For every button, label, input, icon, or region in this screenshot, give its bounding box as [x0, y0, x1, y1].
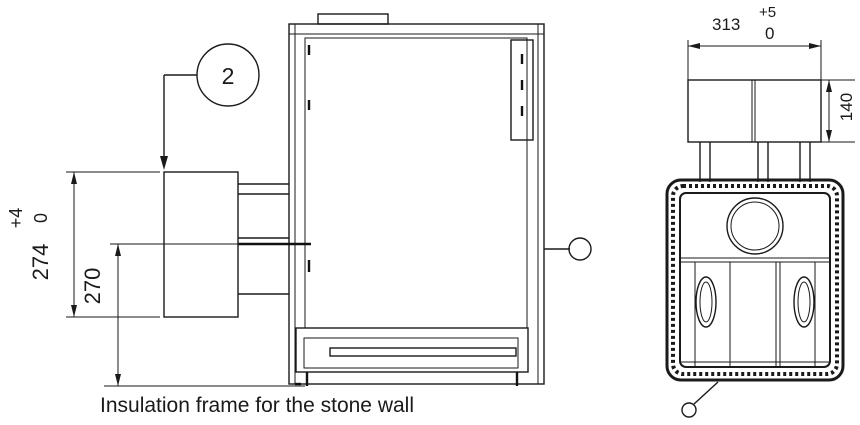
insulated-body [665, 178, 845, 382]
dim-frame-height: 270 [80, 243, 305, 387]
dim-313-tol-lower: 0 [765, 24, 774, 43]
top-collar [317, 13, 389, 25]
caption: Insulation frame for the stone wall [100, 394, 414, 417]
ash-pan [295, 327, 529, 373]
stove-body [288, 23, 545, 385]
dim-313-label: 313 [712, 15, 740, 34]
callout-number: 2 [222, 63, 235, 89]
door-outline [304, 37, 528, 329]
dim-width: 313 +5 0 [687, 4, 822, 80]
air-vent [510, 39, 534, 141]
dim-274-label: 274 [28, 244, 53, 281]
dim-274-tol-upper: +4 [6, 208, 26, 229]
callout-arrow [160, 156, 168, 170]
dim-270-label: 270 [80, 268, 105, 305]
dim-313-tol-upper: +5 [759, 4, 776, 21]
door-handle [568, 237, 592, 261]
dim-140-label: 140 [837, 93, 856, 121]
dim-274-tol-lower: 0 [31, 213, 51, 223]
side-opening-right [793, 276, 815, 328]
flue-collar [726, 197, 784, 255]
top-view-handle [681, 402, 697, 418]
dim-depth: 140 [821, 79, 856, 143]
stove-top-view [665, 79, 845, 418]
dim-flue-height: 274 +4 0 [6, 171, 160, 318]
callout-2: 2 [160, 43, 260, 170]
side-opening-left [695, 276, 717, 328]
